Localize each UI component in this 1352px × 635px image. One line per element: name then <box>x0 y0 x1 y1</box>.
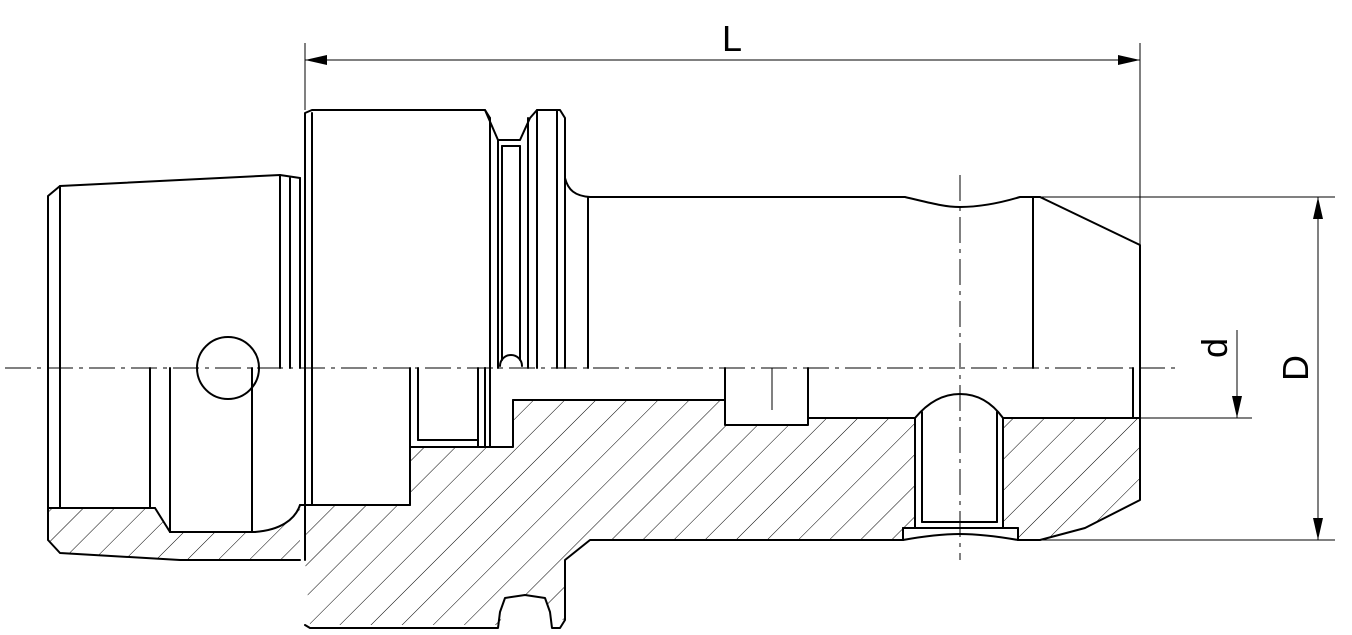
dimension-label-d: d <box>1194 338 1235 358</box>
dimension-L: L <box>304 18 1141 245</box>
dimension-d: d <box>1140 330 1252 419</box>
dimension-label-D: D <box>1275 355 1316 381</box>
section-hatching <box>48 400 1140 625</box>
dimension-D: D <box>1040 196 1335 541</box>
holder-outline <box>47 109 1141 629</box>
centerlines <box>5 175 1175 560</box>
dimension-label-L: L <box>722 18 742 59</box>
